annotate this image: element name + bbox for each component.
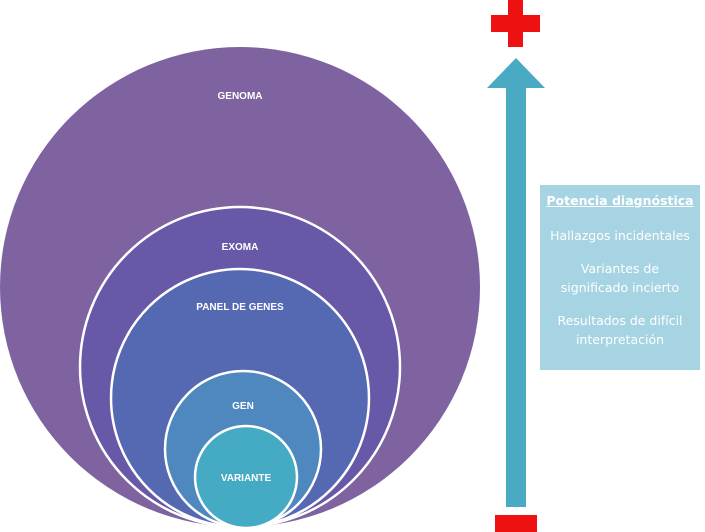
panel-item: Variantes de significado incierto xyxy=(560,261,680,295)
label-genoma: GENOMA xyxy=(218,91,263,102)
plus-icon xyxy=(491,0,540,47)
label-exoma: EXOMA xyxy=(222,242,259,253)
diagnostic-power-panel: Potencia diagnóstica Hallazgos incidenta… xyxy=(540,185,700,370)
up-arrow-icon xyxy=(487,58,545,507)
label-gen: GEN xyxy=(232,401,254,412)
label-variante: VARIANTE xyxy=(221,473,272,484)
panel-item: Resultados de difícil interpretación xyxy=(557,313,683,347)
circle-variante xyxy=(193,424,299,530)
panel-item: Hallazgos incidentales xyxy=(550,228,690,243)
label-panel-de-genes: PANEL DE GENES xyxy=(196,302,284,313)
panel-title: Potencia diagnóstica xyxy=(546,193,694,208)
minus-icon xyxy=(495,515,537,532)
